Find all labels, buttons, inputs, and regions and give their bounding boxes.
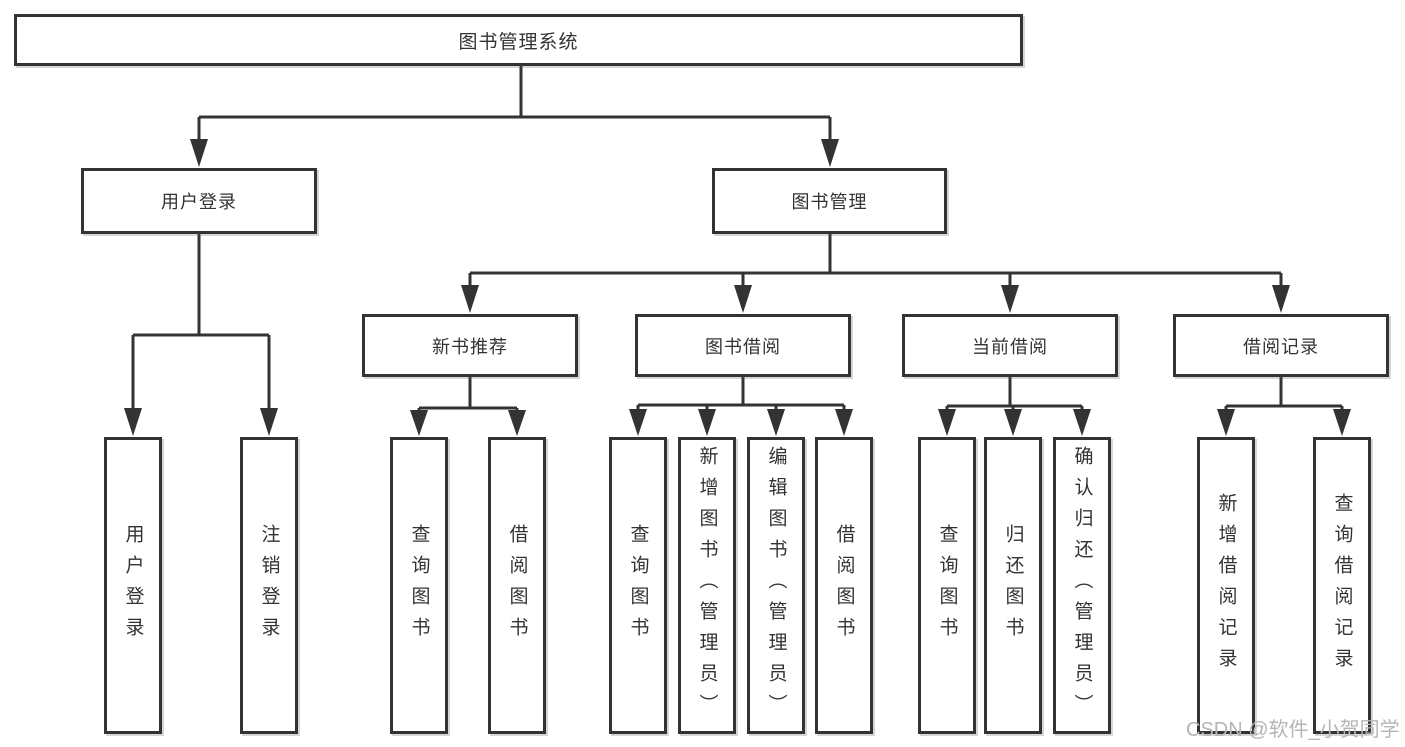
node-label: 查询图书 (936, 523, 958, 648)
node-current-borrowing: 当前借阅 (902, 314, 1118, 377)
node-book-management: 图书管理 (712, 168, 947, 234)
node-label: 编辑图书（管理员） (765, 446, 787, 725)
leaf-return-books: 归还图书 (984, 437, 1042, 734)
node-library-management-system: 图书管理系统 (14, 14, 1023, 66)
node-label: 图书管理系统 (458, 31, 579, 53)
node-label: 用户登录 (161, 192, 237, 212)
connector-user-login-children (124, 234, 278, 436)
csdn-watermark: CSDN @软件_小贺同学 (1186, 719, 1400, 741)
node-label: 新书推荐 (432, 336, 508, 357)
connector-current-borrow-children (938, 377, 1091, 436)
connector-book-management-children (461, 234, 1290, 313)
leaf-user-login: 用户登录 (104, 437, 162, 734)
leaf-edit-book-admin: 编辑图书（管理员） (747, 437, 805, 734)
node-label: 查询图书 (408, 523, 430, 648)
node-label: 借阅图书 (833, 523, 855, 648)
connector-new-book-children (410, 377, 526, 436)
connector-root-to-level2 (190, 66, 839, 167)
connector-book-borrow-children (629, 377, 853, 436)
leaf-logout: 注销登录 (240, 437, 298, 734)
leaf-query-books: 查询图书 (609, 437, 667, 734)
node-label: 借阅图书 (506, 523, 528, 648)
leaf-query-borrow-record: 查询借阅记录 (1313, 437, 1371, 734)
leaf-borrow-books: 借阅图书 (815, 437, 873, 734)
leaf-query-books: 查询图书 (918, 437, 976, 734)
node-label: 新增借阅记录 (1215, 492, 1237, 679)
connector-borrow-record-children (1217, 377, 1351, 436)
node-user-login: 用户登录 (81, 168, 317, 234)
node-label: 图书管理 (791, 192, 868, 212)
node-label: 查询图书 (627, 523, 649, 648)
node-label: 确认归还（管理员） (1071, 446, 1093, 725)
leaf-confirm-return-admin: 确认归还（管理员） (1053, 437, 1111, 734)
leaf-borrow-books: 借阅图书 (488, 437, 546, 734)
leaf-query-books: 查询图书 (390, 437, 448, 734)
node-label: 借阅记录 (1243, 336, 1319, 357)
node-label: 查询借阅记录 (1331, 492, 1353, 679)
node-label: 用户登录 (122, 523, 144, 648)
node-label: 当前借阅 (972, 336, 1048, 357)
node-borrowing-records: 借阅记录 (1173, 314, 1389, 377)
node-label: 新增图书（管理员） (696, 446, 718, 725)
leaf-add-book-admin: 新增图书（管理员） (678, 437, 736, 734)
node-new-book-recommendation: 新书推荐 (362, 314, 578, 377)
leaf-add-borrow-record: 新增借阅记录 (1197, 437, 1255, 734)
node-book-borrowing: 图书借阅 (635, 314, 851, 377)
node-label: 注销登录 (258, 523, 280, 648)
node-label: 归还图书 (1002, 523, 1024, 648)
node-label: 图书借阅 (705, 336, 781, 357)
